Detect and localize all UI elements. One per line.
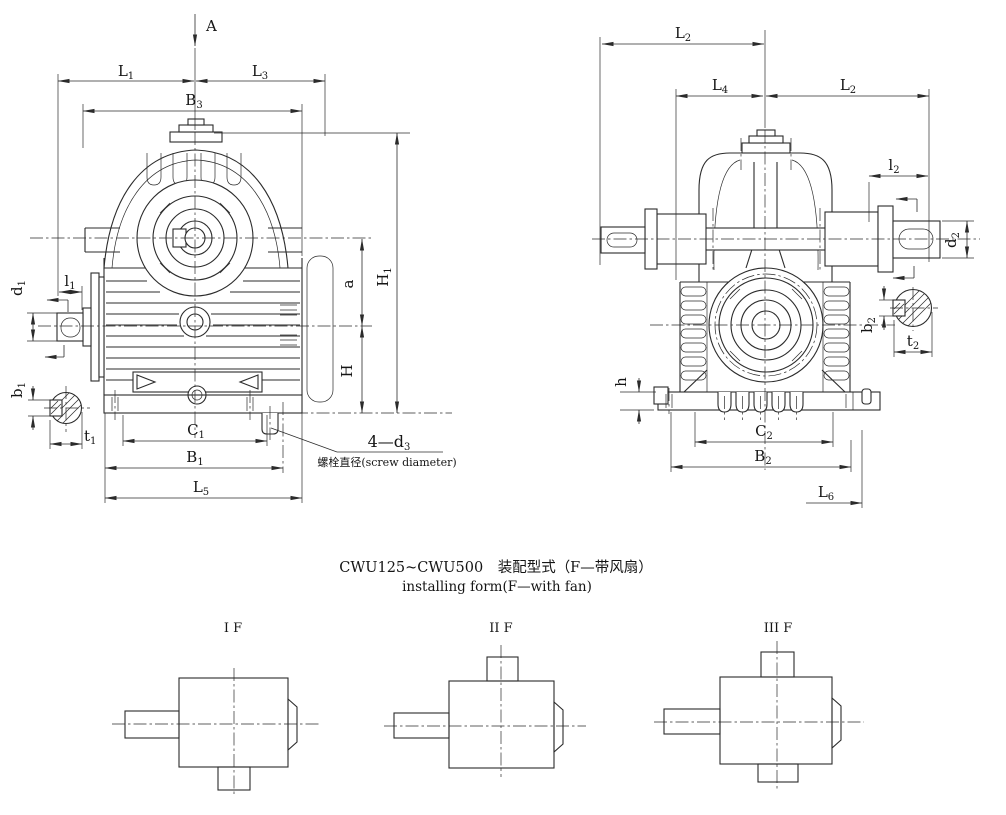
- bolt-callout: 4—d3 螺栓直径(screw diameter): [270, 427, 457, 469]
- dim-label-L3: L3: [252, 62, 268, 82]
- dim-label-l1: l1: [64, 272, 75, 292]
- install-form-3-label: III F: [764, 621, 793, 636]
- cooling-fins: [106, 280, 300, 381]
- gearbox-body: [448, 680, 555, 769]
- dim-label-d1: d1: [8, 280, 28, 296]
- dim-label-L5: L5: [193, 478, 209, 498]
- install-form-1-label: I F: [224, 621, 242, 636]
- dim-label-H1: H1: [374, 267, 394, 286]
- output-stub: [486, 656, 519, 682]
- side-view: L2 L4 L2 l2 d2 b2 t2 h: [592, 24, 980, 508]
- side-cover-panel: [306, 255, 334, 403]
- install-form-2-label: II F: [489, 621, 512, 636]
- dim-label-C2: C2: [755, 422, 773, 442]
- worm-shaft-left-end: [600, 226, 646, 254]
- centerlines-front: [30, 132, 452, 473]
- shaft-stub: [393, 712, 450, 739]
- dim-label-b2: b2: [858, 317, 878, 333]
- side-dimensions: L2 L4 L2 l2 d2 b2 t2 h: [599, 24, 974, 508]
- section-cut-arrows-side: [892, 196, 918, 281]
- dim-label-h: h: [612, 377, 630, 387]
- fan-cowl: [553, 700, 564, 754]
- dim-label-L6: L6: [818, 483, 834, 503]
- worm-shaft-right-end: [892, 220, 941, 259]
- dim-label-d2: d2: [942, 232, 962, 248]
- dim-label-C1: C1: [187, 421, 205, 441]
- dim-label-L2-right: L2: [840, 76, 856, 96]
- gearbox-body: [178, 677, 289, 768]
- install-form-2: II F: [384, 621, 586, 777]
- dim-label-B1: B1: [186, 448, 203, 468]
- dim-label-t1: t1: [84, 427, 96, 447]
- dim-label-L1: L1: [118, 62, 134, 82]
- dim-label-t2: t2: [907, 332, 919, 352]
- view-direction-arrow: A: [192, 14, 217, 47]
- view-arrow-label: A: [205, 17, 217, 35]
- gearbox-body: [719, 676, 833, 765]
- dim-label-B3: B3: [185, 91, 202, 111]
- dim-label-L4: L4: [712, 76, 728, 96]
- centerlines-side: [592, 130, 980, 470]
- fan-cowl: [831, 696, 842, 750]
- front-view: A: [8, 14, 457, 503]
- fan-cowl: [287, 697, 298, 752]
- front-dimensions: L1 L3 B3 H1 a H d1 l1 b1 t1: [8, 48, 410, 503]
- dim-label-L2-overall: L2: [675, 24, 691, 44]
- dim-label-B2: B2: [754, 447, 771, 467]
- shaft-stub: [124, 710, 180, 739]
- bolt-callout-label: 4—d3: [368, 432, 411, 453]
- output-stub-top: [760, 651, 795, 678]
- base-side: [653, 386, 881, 413]
- dim-label-a: a: [339, 279, 357, 288]
- dim-label-H: H: [338, 364, 356, 377]
- input-shaft: [56, 272, 105, 382]
- side-cooling-fins: [680, 286, 850, 381]
- caption: CWU125~CWU500 装配型式（F—带风扇） installing for…: [339, 559, 653, 595]
- caption-line1: CWU125~CWU500 装配型式（F—带风扇）: [339, 559, 653, 576]
- shaft-stub: [663, 708, 721, 735]
- install-forms: I F II F III F: [112, 621, 864, 797]
- bolt-callout-note: 螺栓直径(screw diameter): [317, 455, 456, 469]
- dim-label-b1: b1: [8, 382, 28, 398]
- section-cut-arrows-front: [44, 297, 69, 360]
- install-form-3: III F: [654, 621, 864, 790]
- dim-label-l2: l2: [888, 156, 899, 176]
- caption-line2: installing form(F—with fan): [402, 579, 592, 595]
- install-form-1: I F: [112, 621, 320, 797]
- output-stub-bottom: [757, 763, 799, 783]
